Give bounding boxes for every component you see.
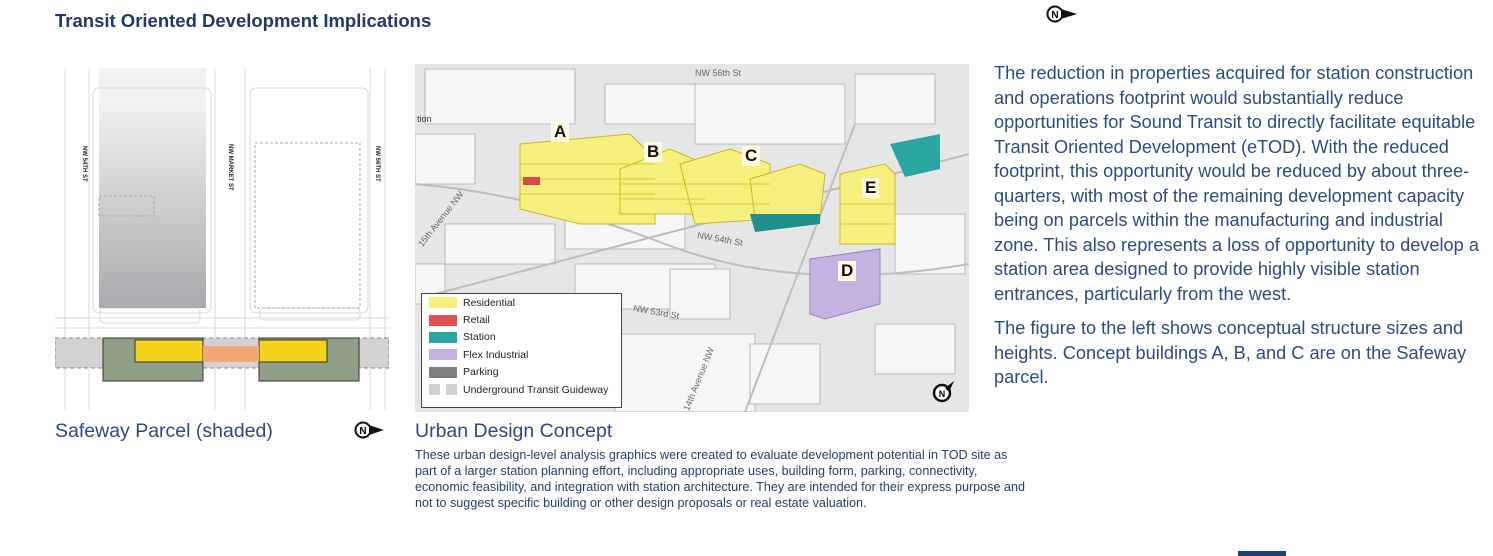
legend-swatch xyxy=(429,349,457,361)
street-label: NW 56TH ST xyxy=(374,146,380,182)
street-label: NW 54TH ST xyxy=(81,146,87,182)
legend-swatch xyxy=(429,384,457,396)
body-text: The reduction in properties acquired for… xyxy=(994,61,1489,400)
building-label-a: A xyxy=(551,122,570,142)
page-footer-bar xyxy=(1238,551,1286,556)
body-paragraph-1: The reduction in properties acquired for… xyxy=(994,63,1479,304)
legend-label: Flex Industrial xyxy=(463,348,529,361)
safeway-parcel-plan-map: NW 54TH ST NW MARKET ST NW 56TH ST xyxy=(55,68,389,410)
legend-label: Residential xyxy=(463,296,515,309)
legend-label: Underground Transit Guideway xyxy=(463,383,609,396)
legend-item-guideway: Underground Transit Guideway xyxy=(422,381,621,398)
building-label-e: E xyxy=(862,178,880,198)
disclaimer-text: These urban design-level analysis graphi… xyxy=(415,448,1025,510)
page-title: Transit Oriented Development Implication… xyxy=(55,10,432,31)
building-label-d: D xyxy=(838,261,857,281)
legend-item-parking: Parking xyxy=(422,364,621,381)
building-label-c: C xyxy=(742,146,761,166)
north-label: N xyxy=(939,389,946,399)
legend-label: Parking xyxy=(463,366,499,379)
map-legend: Residential Retail Station Flex Industri… xyxy=(421,293,622,408)
building-label-b: B xyxy=(644,142,663,162)
street-label: tion xyxy=(417,114,432,124)
legend-swatch xyxy=(429,331,457,343)
urban-design-concept-image: A B C D E NW 56th St NW 54th St NW 53rd … xyxy=(415,64,969,412)
street-label: NW MARKET ST xyxy=(227,144,233,191)
legend-swatch xyxy=(429,297,457,309)
legend-item-station: Station xyxy=(422,329,621,346)
safeway-parcel-shaded xyxy=(99,98,206,308)
legend-item-residential: Residential xyxy=(422,294,621,311)
north-label: N xyxy=(1051,10,1058,21)
north-arrow-icon: N xyxy=(1046,5,1077,23)
legend-swatch xyxy=(429,314,457,326)
legend-item-flex-industrial: Flex Industrial xyxy=(422,346,621,363)
legend-swatch xyxy=(429,366,457,378)
legend-label: Station xyxy=(463,331,496,344)
urban-design-concept-caption: Urban Design Concept xyxy=(415,420,613,442)
legend-item-retail: Retail xyxy=(422,311,621,328)
north-arrow-icon: N xyxy=(932,381,954,403)
body-paragraph-2: The figure to the left shows conceptual … xyxy=(994,318,1467,387)
north-label: N xyxy=(359,426,366,437)
legend-label: Retail xyxy=(463,314,490,327)
safeway-parcel-caption: Safeway Parcel (shaded) xyxy=(55,420,273,442)
north-arrow-icon: N xyxy=(354,421,384,439)
street-label: NW 56th St xyxy=(695,68,742,78)
